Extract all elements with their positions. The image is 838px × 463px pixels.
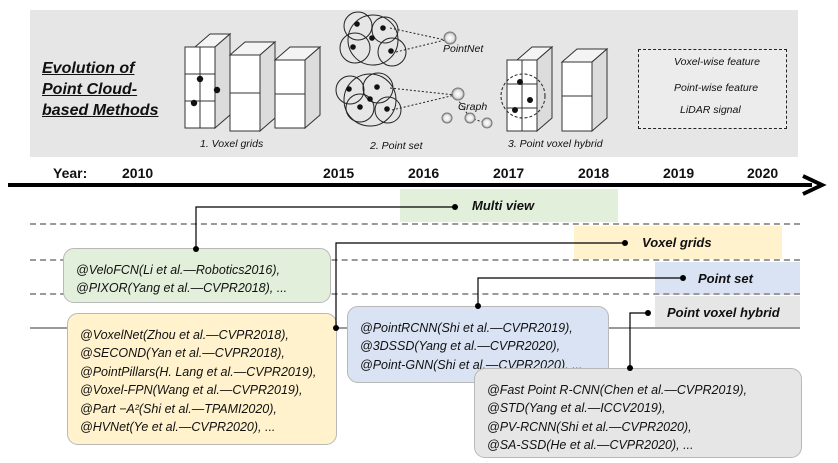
card-voxel-line-5: @Part −A²(Shi et al.—TPAMI2020), — [80, 401, 277, 416]
card-voxel-line-1: @VoxelNet(Zhou et al.—CVPR2018), — [80, 328, 289, 342]
connector-point — [477, 277, 683, 306]
caption-point-voxel-hybrid: 3. Point voxel hybrid — [508, 138, 603, 150]
card-voxel-line-2: @SECOND(Yan et al.—CVPR2018), — [80, 346, 285, 361]
card-hybrid-line-1: @Fast Point R-CNN(Chen et al.—CVPR2019), — [487, 383, 747, 397]
card-hybrid: @Fast Point R-CNN(Chen et al.—CVPR2019),… — [474, 368, 802, 458]
separator-1 — [30, 223, 800, 225]
year-2017: 2017 — [493, 165, 525, 181]
evolution-title: Evolution of Point Cloud- based Methods — [42, 58, 182, 121]
band-point-voxel-hybrid-label: Point voxel hybrid — [667, 305, 780, 320]
separator-3 — [30, 293, 800, 295]
point-set-lidar-points — [346, 21, 394, 112]
legend-voxel-feature: Voxel-wise feature — [674, 56, 760, 68]
title-line-3: based Methods — [42, 102, 159, 119]
card-hybrid-line-3: @PV-RCNN(Shi et al.—CVPR2020), — [487, 419, 692, 434]
title-line-1: Evolution of — [42, 60, 135, 77]
connector-multi-view — [195, 206, 455, 249]
voxel-grid-illustration — [184, 32, 322, 133]
legend-point-feature: Point-wise feature — [674, 82, 759, 94]
title-line-2: Point Cloud- — [42, 81, 138, 98]
card-multi-view-line-1: @VeloFCN(Li et al.—Robotics2016), — [76, 263, 280, 277]
year-2016: 2016 — [408, 165, 440, 181]
year-2010: 2010 — [122, 165, 154, 181]
card-voxel-line-3: @PointPillars(H. Lang et al.—CVPR2019), — [80, 364, 317, 379]
year-2018: 2018 — [578, 165, 610, 181]
point-set-illustration — [335, 11, 487, 127]
year-label: Year: — [53, 165, 88, 181]
separator-2 — [30, 259, 800, 261]
card-point-line-1: @PointRCNN(Shi et al.—CVPR2019), — [360, 321, 573, 335]
card-voxel-line-4: @Voxel-FPN(Wang et al.—CVPR2019), — [80, 383, 303, 398]
band-multi-view: Multi view — [400, 189, 618, 222]
year-2015: 2015 — [323, 165, 355, 181]
connector-hybrid — [629, 312, 648, 368]
card-hybrid-line-4: @SA-SSD(He et al.—CVPR2020), ... — [487, 438, 694, 453]
card-multi-view: @VeloFCN(Li et al.—Robotics2016), @PIXOR… — [63, 248, 331, 303]
point-set-point-features — [441, 31, 493, 129]
card-hybrid-line-2: @STD(Yang et al.—ICCV2019), — [487, 401, 666, 416]
band-multi-view-label: Multi view — [472, 198, 535, 213]
connector-voxel — [335, 242, 625, 328]
label-graph: Graph — [458, 101, 488, 113]
label-pointnet: PointNet — [443, 43, 484, 55]
card-point-line-2: @3DSSD(Yang et al.—CVPR2020), — [360, 339, 561, 354]
legend-lidar-signal: LiDAR signal — [680, 104, 741, 116]
card-multi-view-line-2: @PIXOR(Yang et al.—CVPR2018), ... — [76, 281, 288, 296]
year-2020: 2020 — [747, 165, 779, 181]
voxel-grid-lidar-points — [190, 75, 221, 107]
band-voxel-grids-label: Voxel grids — [642, 235, 712, 250]
card-voxel-line-6: @HVNet(Ye et al.—CVPR2020), ... — [80, 420, 276, 435]
caption-point-set: 2. Point set — [370, 140, 423, 152]
band-point-voxel-hybrid: Point voxel hybrid — [655, 296, 800, 329]
caption-voxel-grids: 1. Voxel grids — [200, 138, 264, 150]
hybrid-illustration — [500, 45, 609, 133]
hybrid-lidar-points — [512, 79, 533, 113]
band-point-set-label: Point set — [698, 271, 753, 286]
card-voxel: @VoxelNet(Zhou et al.—CVPR2018), @SECOND… — [67, 313, 337, 445]
legend — [638, 49, 787, 129]
year-2019: 2019 — [663, 165, 695, 181]
